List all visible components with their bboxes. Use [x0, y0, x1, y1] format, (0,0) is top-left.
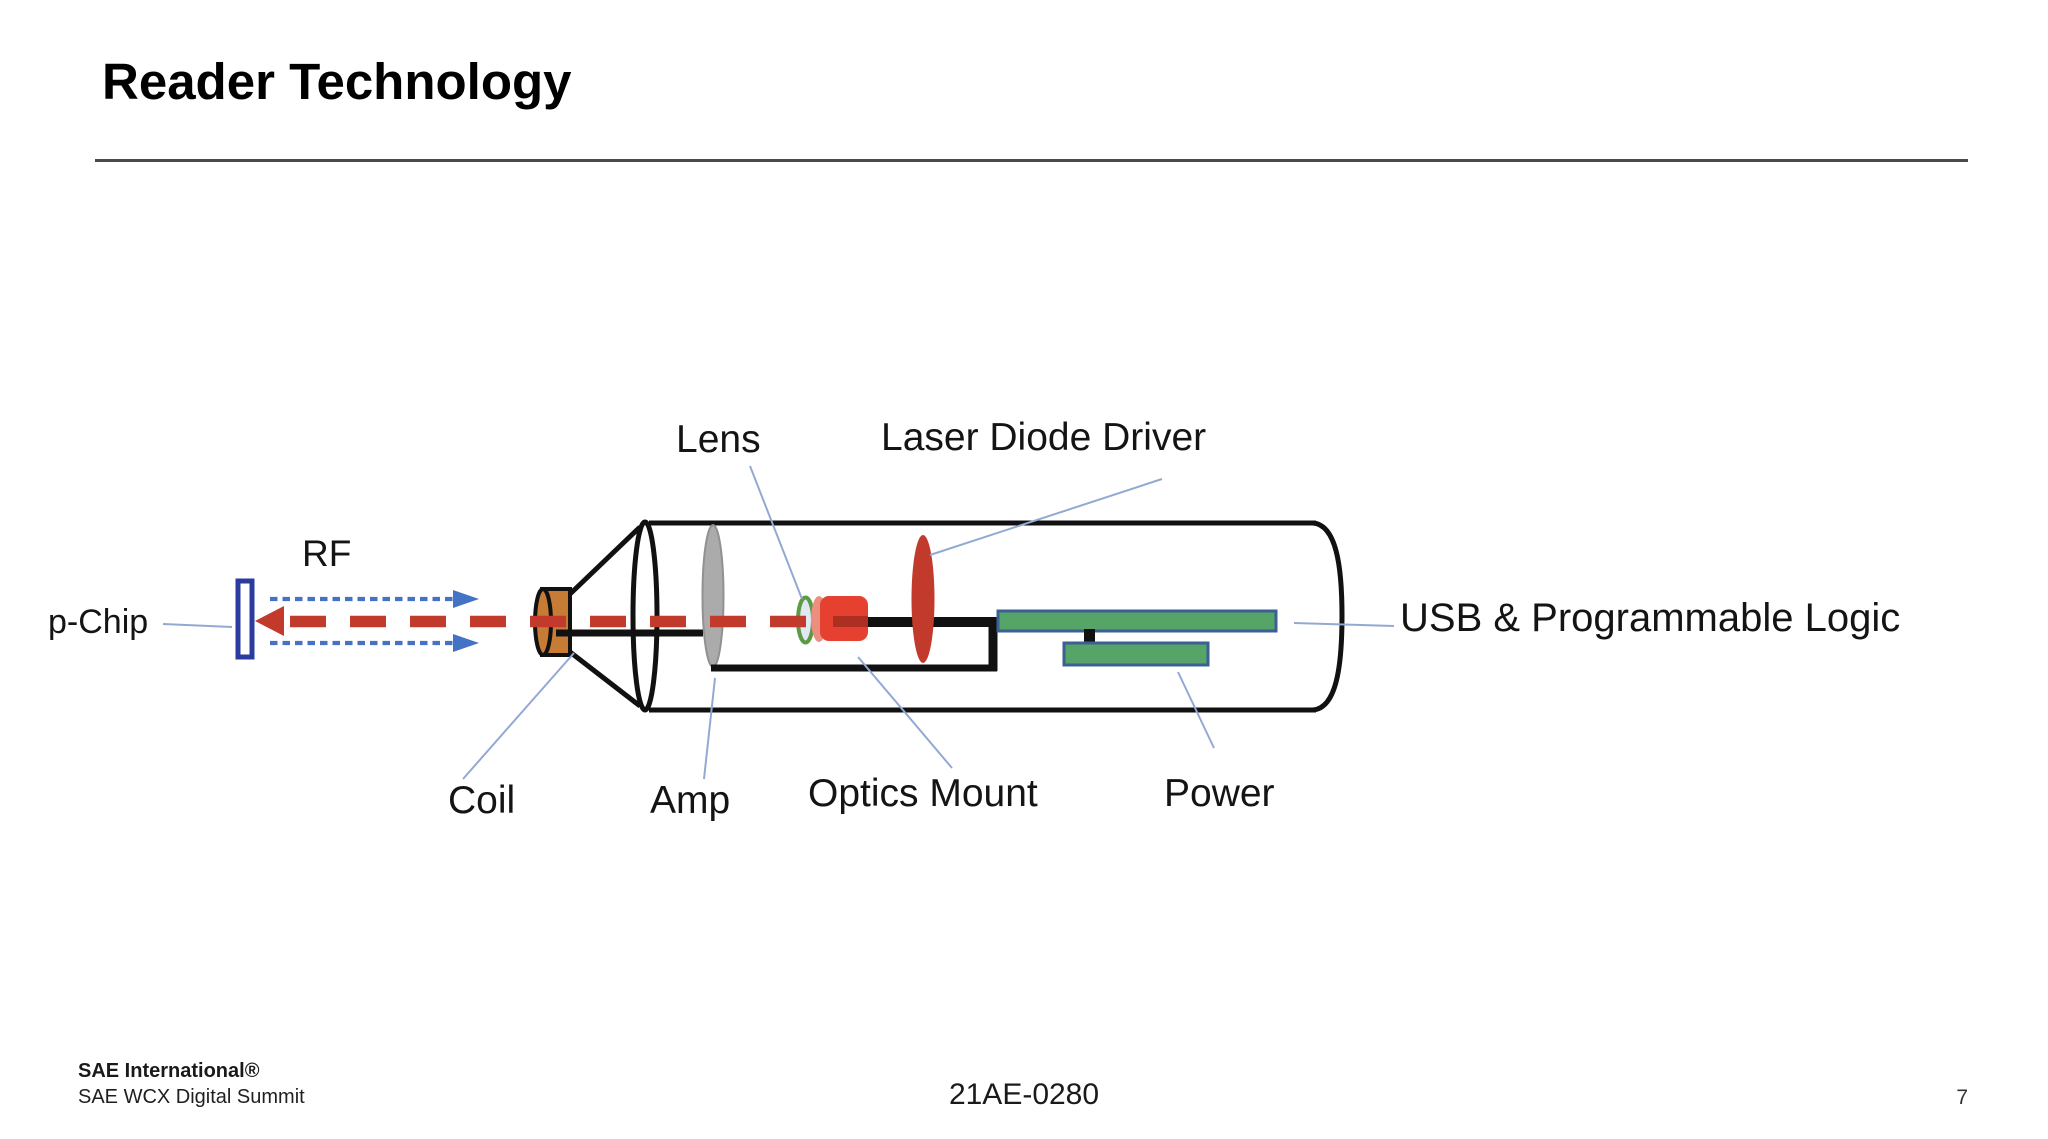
optics-mount-label: Optics Mount	[808, 772, 1038, 815]
p-chip-callout	[162, 623, 233, 628]
rf-label: RF	[302, 533, 352, 574]
rf-arrowhead-top	[453, 590, 479, 608]
coil-label: Coil	[448, 779, 516, 822]
page-title: Reader Technology	[102, 53, 572, 110]
power-board	[1062, 641, 1210, 667]
laser-beam-arrowhead	[255, 606, 284, 636]
amp-callout	[703, 677, 716, 780]
usb-logic-board	[996, 609, 1278, 633]
coil-callout	[462, 652, 575, 780]
board-connector	[1084, 629, 1095, 646]
laser-cylinder-stripe	[833, 616, 868, 627]
title-divider	[95, 159, 1968, 162]
optics-mount-callout	[857, 656, 953, 769]
boards	[996, 609, 1278, 667]
amp-lens-ellipse	[701, 524, 725, 668]
usb-callout	[1293, 622, 1395, 627]
laser-diode-driver-disc	[911, 535, 935, 663]
reader-body	[568, 519, 1345, 713]
page-number: 7	[1956, 1086, 1968, 1109]
power-callout	[1177, 671, 1215, 749]
laser-driver-callout	[929, 478, 1163, 556]
body-end-cap	[1312, 520, 1345, 713]
paper-number: 21AE-0280	[948, 1078, 1100, 1111]
rf-arrowhead-bottom	[453, 634, 479, 652]
p-chip-label: p-Chip	[48, 603, 149, 641]
power-label: Power	[1164, 772, 1275, 815]
usb-logic-label: USB & Programmable Logic	[1400, 596, 1901, 640]
p-chip-shape	[235, 578, 255, 660]
footer-organization: SAE International®	[78, 1060, 260, 1082]
cone-bottom-line	[568, 650, 642, 708]
callout-lines	[162, 465, 1395, 780]
cone-top-line	[568, 525, 642, 596]
amp-label: Amp	[650, 779, 731, 822]
lens-callout	[749, 465, 803, 600]
footer-event: SAE WCX Digital Summit	[78, 1086, 305, 1108]
laser-driver-label: Laser Diode Driver	[881, 416, 1207, 459]
lens-label: Lens	[676, 418, 761, 461]
